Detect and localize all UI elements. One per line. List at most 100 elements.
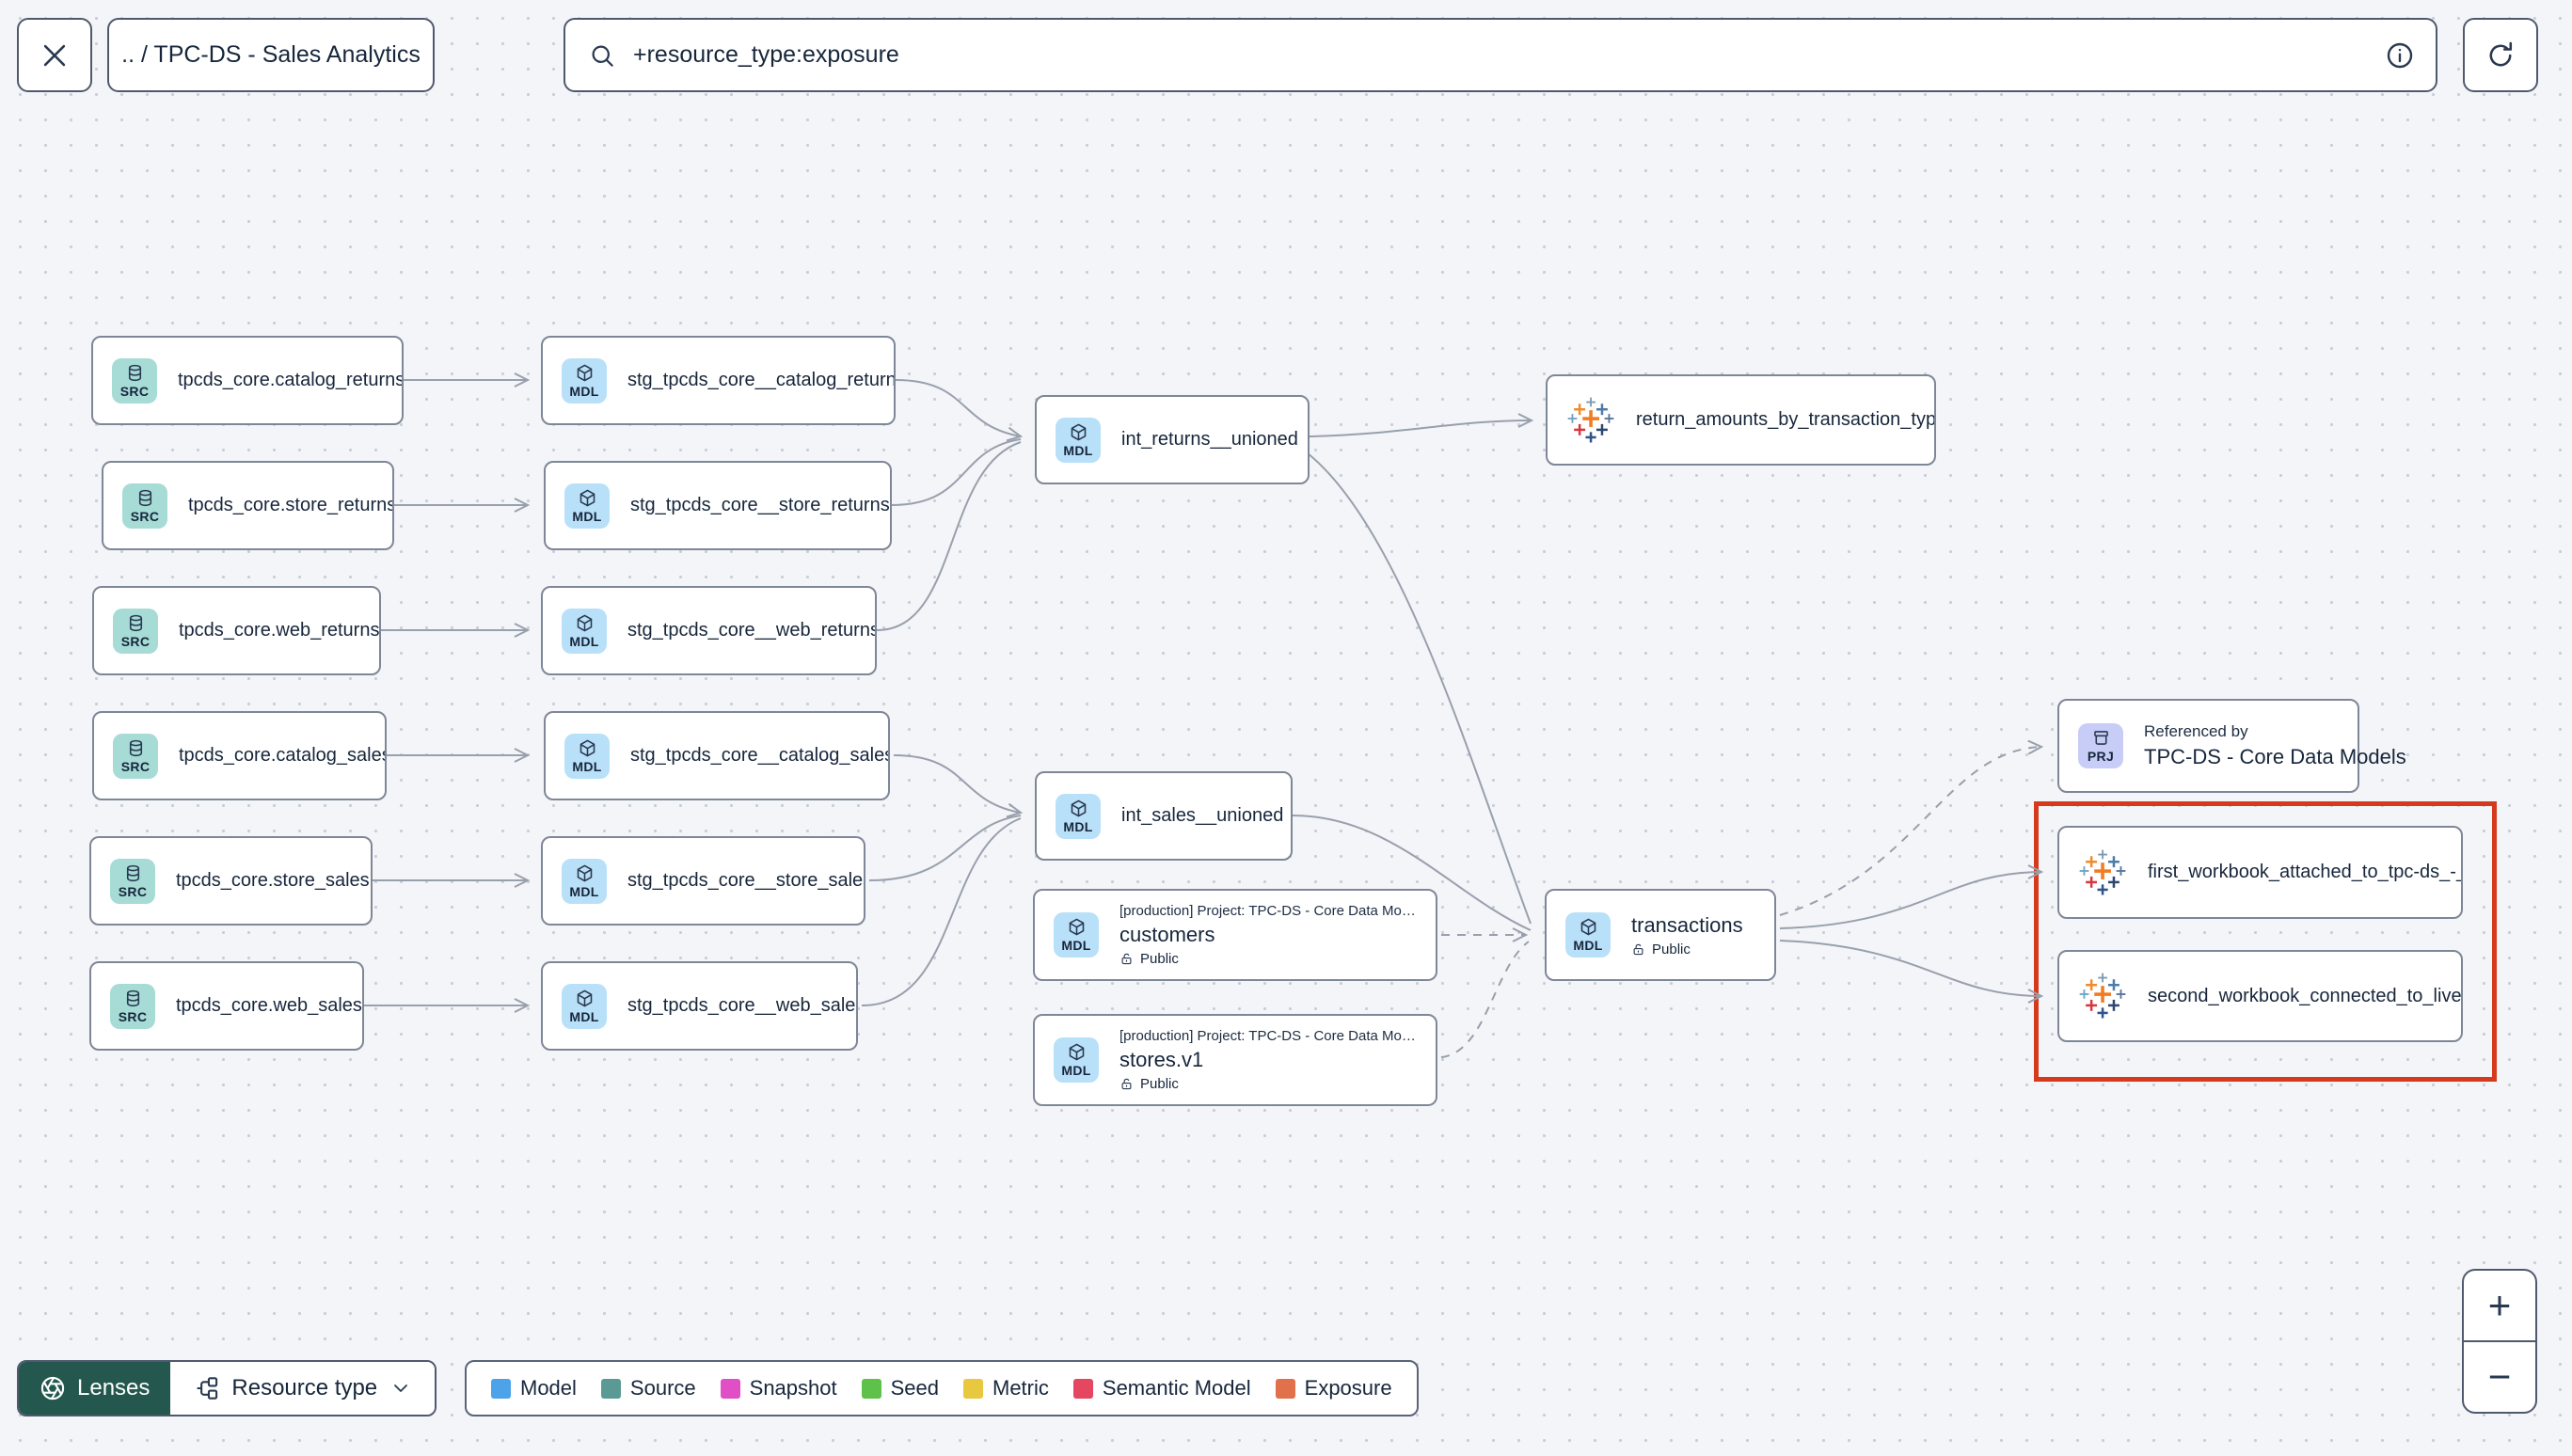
node-stg-catalog-sales[interactable]: MDL stg_tpcds_core__catalog_sales [544, 711, 890, 800]
breadcrumb[interactable]: .. / TPC-DS - Sales Analytics [107, 18, 435, 92]
model-badge: MDL [564, 483, 610, 529]
node-source-store-returns[interactable]: SRC tpcds_core.store_returns [102, 461, 394, 550]
resource-type-icon [193, 1375, 219, 1401]
node-int-sales-unioned[interactable]: MDL int_sales__unioned [1035, 771, 1293, 861]
cube-icon [1069, 422, 1088, 442]
source-swatch [600, 1378, 621, 1399]
model-badge: MDL [562, 357, 607, 404]
minus-icon: − [2487, 1354, 2512, 1399]
node-label: tpcds_core.catalog_returns [178, 370, 402, 390]
plus-icon: + [2487, 1283, 2512, 1327]
lenses-control-group: Lenses Resource type [17, 1360, 437, 1416]
tableau-icon [2078, 848, 2127, 897]
node-label: TPC-DS - Core Data Models [2144, 745, 2406, 768]
node-label: stg_tpcds_core__store_sales [627, 870, 864, 891]
node-label: tpcds_core.web_sales [176, 995, 362, 1016]
node-label: stg_tpcds_core__web_returns [627, 620, 875, 641]
close-button[interactable] [17, 18, 92, 92]
model-badge: MDL [1056, 417, 1101, 463]
model-badge: MDL [1054, 1037, 1099, 1083]
database-icon [123, 989, 143, 1008]
node-label: stg_tpcds_core__catalog_sales [630, 745, 888, 766]
node-exposure-return-amounts[interactable]: return_amounts_by_transaction_type [1546, 374, 1936, 466]
node-access: Public [1631, 942, 1743, 957]
legend-item-seed: Seed [861, 1376, 939, 1401]
node-stg-store-sales[interactable]: MDL stg_tpcds_core__store_sales [541, 836, 865, 926]
node-stg-web-sales[interactable]: MDL stg_tpcds_core__web_sales [541, 961, 858, 1051]
node-stores-v1[interactable]: MDL [production] Project: TPC-DS - Core … [1033, 1014, 1437, 1106]
node-label: first_workbook_attached_to_tpc-ds_-_… [2148, 862, 2461, 882]
node-project-label: [production] Project: TPC-DS - Core Data… [1119, 903, 1416, 919]
database-icon [125, 363, 145, 383]
resource-type-dropdown[interactable]: Resource type [170, 1362, 436, 1415]
node-label: tpcds_core.store_sales [176, 870, 370, 891]
lock-open-icon [1119, 952, 1134, 966]
node-stg-store-returns[interactable]: MDL stg_tpcds_core__store_returns [544, 461, 892, 550]
source-badge: SRC [112, 357, 157, 404]
node-stg-catalog-returns[interactable]: MDL stg_tpcds_core__catalog_returns [541, 336, 896, 425]
info-icon[interactable] [2385, 40, 2415, 71]
node-transactions[interactable]: MDL transactions Public [1545, 889, 1776, 981]
lock-open-icon [1119, 1077, 1134, 1091]
seed-swatch [861, 1378, 881, 1399]
node-label: int_returns__unioned [1121, 429, 1298, 450]
node-label: int_sales__unioned [1121, 805, 1284, 826]
tableau-icon [2078, 972, 2127, 1021]
legend-item-semantic-model: Semantic Model [1072, 1376, 1251, 1401]
model-swatch [491, 1378, 511, 1399]
node-referenced-by-project[interactable]: PRJ Referenced by TPC-DS - Core Data Mod… [2057, 699, 2406, 793]
zoom-in-button[interactable]: + [2464, 1271, 2535, 1342]
model-badge: MDL [562, 608, 607, 654]
node-source-web-sales[interactable]: SRC tpcds_core.web_sales [89, 961, 364, 1051]
aperture-icon [40, 1375, 66, 1401]
cube-icon [578, 488, 597, 508]
node-stg-web-returns[interactable]: MDL stg_tpcds_core__web_returns [541, 586, 877, 675]
model-badge: MDL [1054, 912, 1099, 957]
snapshot-swatch [720, 1378, 740, 1399]
cube-icon [1579, 917, 1598, 937]
refresh-button[interactable] [2463, 18, 2538, 92]
node-label: tpcds_core.store_returns [188, 495, 392, 515]
cube-icon [1067, 917, 1087, 937]
node-label: stg_tpcds_core__web_sales [627, 995, 856, 1016]
cube-icon [1069, 799, 1088, 818]
lock-open-icon [1631, 942, 1645, 957]
project-badge: PRJ [2078, 723, 2123, 768]
zoom-out-button[interactable]: − [2464, 1342, 2535, 1412]
node-customers[interactable]: MDL [production] Project: TPC-DS - Core … [1033, 889, 1437, 981]
exposure-swatch [1275, 1378, 1295, 1399]
database-icon [123, 863, 143, 883]
node-label: stores.v1 [1119, 1048, 1204, 1071]
node-source-catalog-sales[interactable]: SRC tpcds_core.catalog_sales [92, 711, 387, 800]
refresh-icon [2485, 40, 2516, 71]
node-source-store-sales[interactable]: SRC tpcds_core.store_sales [89, 836, 373, 926]
source-badge: SRC [110, 983, 155, 1029]
node-exposure-second-workbook[interactable]: second_workbook_connected_to_live… [2057, 950, 2463, 1042]
cube-icon [575, 613, 595, 633]
lenses-button[interactable]: Lenses [19, 1362, 171, 1415]
legend-item-exposure: Exposure [1275, 1376, 1392, 1401]
node-label: tpcds_core.web_returns [179, 620, 379, 641]
chevron-down-icon [389, 1377, 412, 1400]
search-input[interactable] [631, 40, 2413, 70]
database-icon [135, 488, 155, 508]
model-badge: MDL [1056, 793, 1101, 839]
source-badge: SRC [110, 858, 155, 904]
legend-item-metric: Metric [963, 1376, 1049, 1401]
node-label: tpcds_core.catalog_sales [179, 745, 385, 766]
cube-icon [575, 363, 595, 383]
close-icon [39, 40, 71, 71]
node-source-web-returns[interactable]: SRC tpcds_core.web_returns [92, 586, 381, 675]
search-bar[interactable] [564, 18, 2437, 92]
semantic-model-swatch [1072, 1378, 1093, 1399]
legend-item-model: Model [491, 1376, 577, 1401]
breadcrumb-label: .. / TPC-DS - Sales Analytics [121, 41, 421, 68]
node-label: stg_tpcds_core__catalog_returns [627, 370, 894, 390]
cube-icon [578, 738, 597, 758]
referenced-by-label: Referenced by [2144, 722, 2248, 740]
node-int-returns-unioned[interactable]: MDL int_returns__unioned [1035, 395, 1310, 484]
node-exposure-first-workbook[interactable]: first_workbook_attached_to_tpc-ds_-_… [2057, 826, 2463, 919]
node-source-catalog-returns[interactable]: SRC tpcds_core.catalog_returns [91, 336, 404, 425]
cube-icon [575, 863, 595, 883]
